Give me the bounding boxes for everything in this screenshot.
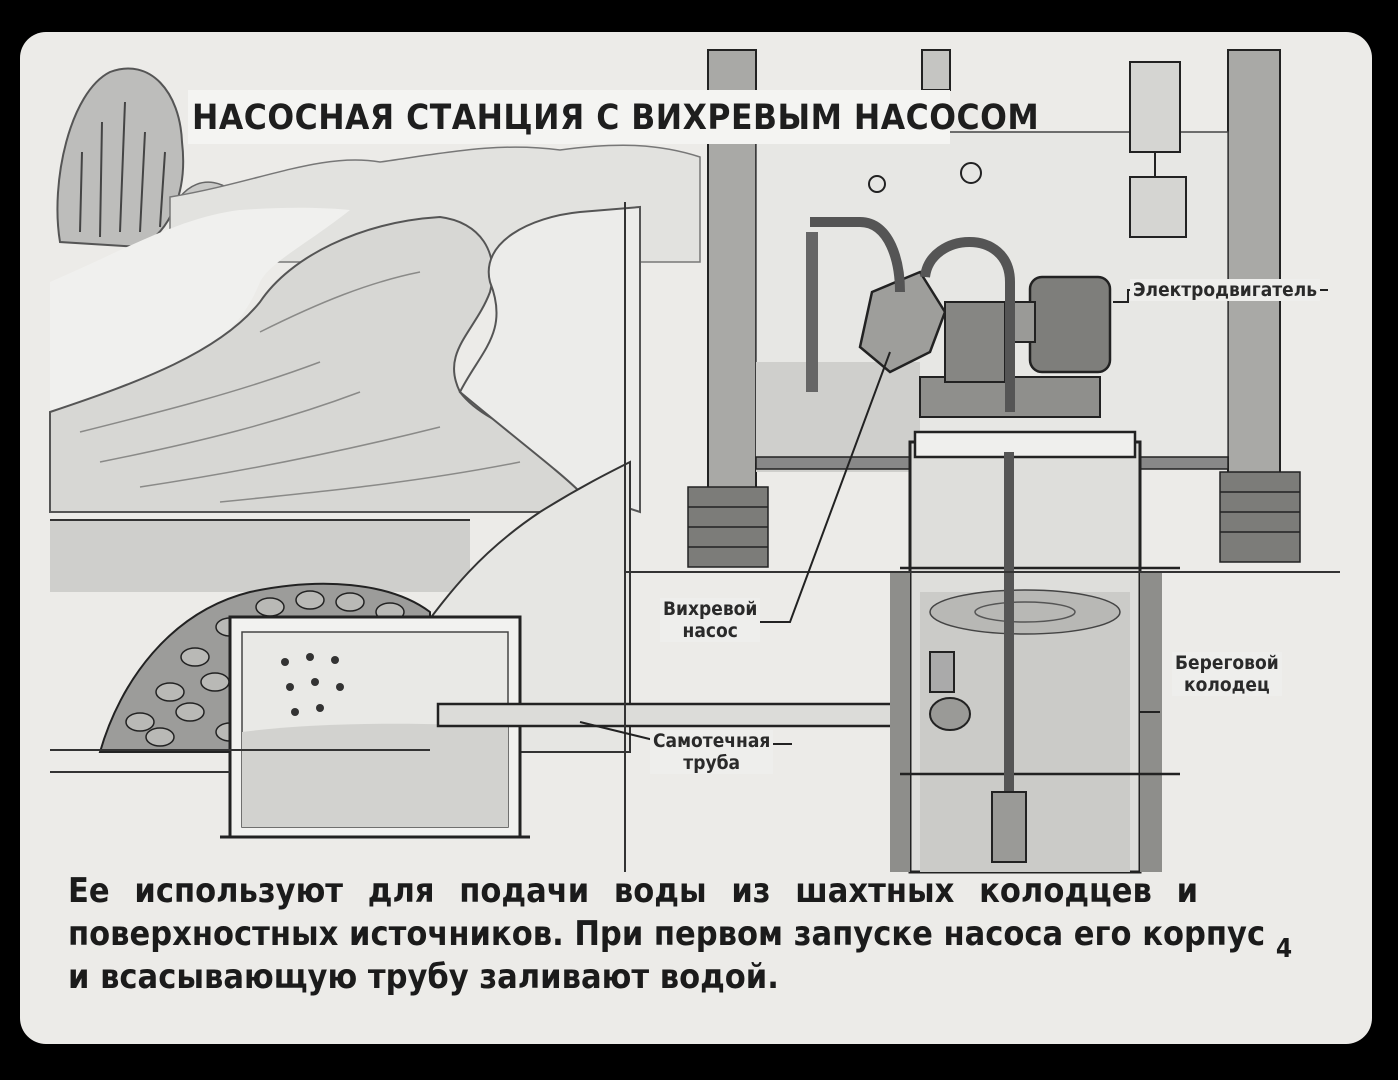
caption-line-1: Ее используют для подачи воды из шахтных… xyxy=(68,871,1198,911)
pumping-station-illustration xyxy=(49,49,1340,874)
label-shore-well-line1: Береговой xyxy=(1175,652,1279,674)
river-ripples xyxy=(79,271,521,503)
caption-text: Ее используют для подачи воды из шахтных… xyxy=(68,870,1266,1000)
page-number: 4 xyxy=(1275,934,1293,964)
river-bend xyxy=(50,207,350,412)
label-shore-well: Береговой колодец xyxy=(1172,652,1282,696)
gravity-pipe xyxy=(436,702,930,728)
title-plate xyxy=(188,90,950,144)
label-gravity-pipe-line2: труба xyxy=(683,752,741,774)
filter-holes xyxy=(281,653,344,716)
caption-line-3: и всасывающую трубу заливают водой. xyxy=(68,957,779,997)
label-shore-well-line2: колодец xyxy=(1183,674,1270,696)
shore-well xyxy=(890,430,1180,874)
label-gravity-pipe-line1: Самотечная xyxy=(653,730,771,752)
lower-water xyxy=(50,520,470,592)
vortex-pump-and-motor xyxy=(806,162,1112,418)
label-motor: Электродвигатель xyxy=(1130,279,1321,301)
caption-line-2: поверхностных источников. При первом зап… xyxy=(68,914,1266,954)
slide-card: НАСОСНАЯ СТАНЦИЯ С ВИХРЕВЫМ НАСОСОМ Элек… xyxy=(20,32,1372,1044)
label-gravity-pipe: Самотечная труба xyxy=(650,730,774,774)
label-vortex-pump-line2: насос xyxy=(682,620,738,642)
label-vortex-pump-line1: Вихревой xyxy=(663,598,758,620)
label-vortex-pump: Вихревой насос xyxy=(660,598,761,642)
river-bank xyxy=(458,205,641,514)
slide-title: НАСОСНАЯ СТАНЦИЯ С ВИХРЕВЫМ НАСОСОМ xyxy=(192,98,1040,138)
